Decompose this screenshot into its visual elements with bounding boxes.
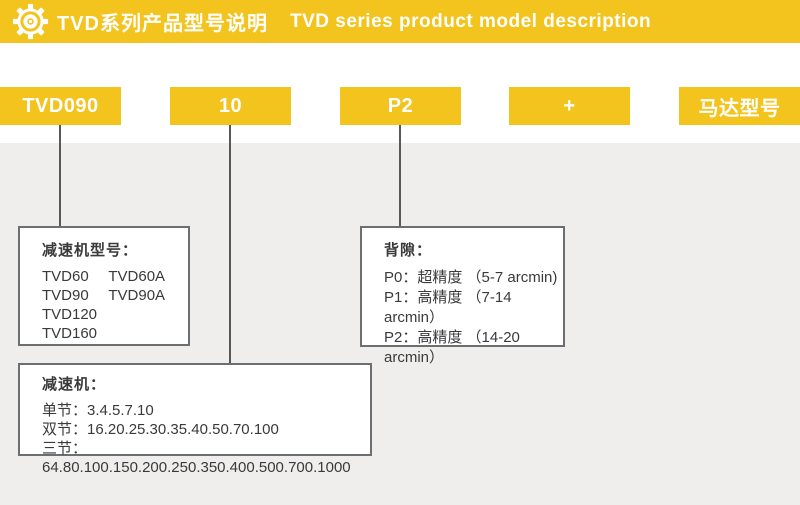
code-box-plus: + bbox=[509, 87, 630, 125]
reducer-model-item: TVD90A bbox=[108, 287, 166, 304]
reducer-ratio-row: 三节：64.80.100.150.200.250.350.400.500.700… bbox=[42, 440, 351, 476]
connector-line-ratio bbox=[229, 125, 231, 365]
reducer-model-item: TVD160 bbox=[42, 325, 98, 342]
reducer-model-box: 减速机型号： TVD60 TVD90 TVD120 TVD160 TVD60A … bbox=[18, 226, 190, 346]
backlash-row: P1：高精度 （7-14 arcmin） bbox=[384, 289, 512, 326]
code-box-backlash: P2 bbox=[340, 87, 461, 125]
reducer-model-title: 减速机型号： bbox=[42, 242, 139, 259]
page-title-english: TVD series product model description bbox=[290, 10, 652, 32]
gear-icon bbox=[12, 3, 49, 40]
reducer-model-item: TVD60 bbox=[42, 268, 89, 285]
reducer-model-item: TVD60A bbox=[108, 268, 166, 285]
backlash-row: P0：超精度 （5-7 arcmin) bbox=[384, 269, 558, 286]
connector-line-series bbox=[59, 125, 61, 228]
reducer-ratio-row: 单节：3.4.5.7.10 bbox=[42, 402, 154, 419]
header-bar: TVD系列产品型号说明 TVD series product model des… bbox=[0, 0, 800, 43]
reducer-ratio-box: 减速机： 单节：3.4.5.7.10 双节：16.20.25.30.35.40.… bbox=[18, 363, 372, 476]
backlash-title: 背隙： bbox=[384, 242, 433, 259]
code-box-ratio: 10 bbox=[170, 87, 291, 125]
backlash-row: P2：高精度 （14-20 arcmin） bbox=[384, 329, 520, 366]
backlash-box: 背隙： P0：超精度 （5-7 arcmin) P1：高精度 （7-14 arc… bbox=[360, 226, 565, 366]
reducer-model-item: TVD90 bbox=[42, 287, 89, 304]
code-box-motor-model: 马达型号 bbox=[679, 87, 800, 125]
connector-line-backlash bbox=[399, 125, 401, 228]
reducer-ratio-title: 减速机： bbox=[42, 376, 107, 393]
code-box-series: TVD090 bbox=[0, 87, 121, 125]
page-title-chinese: TVD系列产品型号说明 bbox=[57, 13, 268, 35]
reducer-ratio-row: 双节：16.20.25.30.35.40.50.70.100 bbox=[42, 421, 279, 438]
reducer-model-item: TVD120 bbox=[42, 306, 98, 323]
